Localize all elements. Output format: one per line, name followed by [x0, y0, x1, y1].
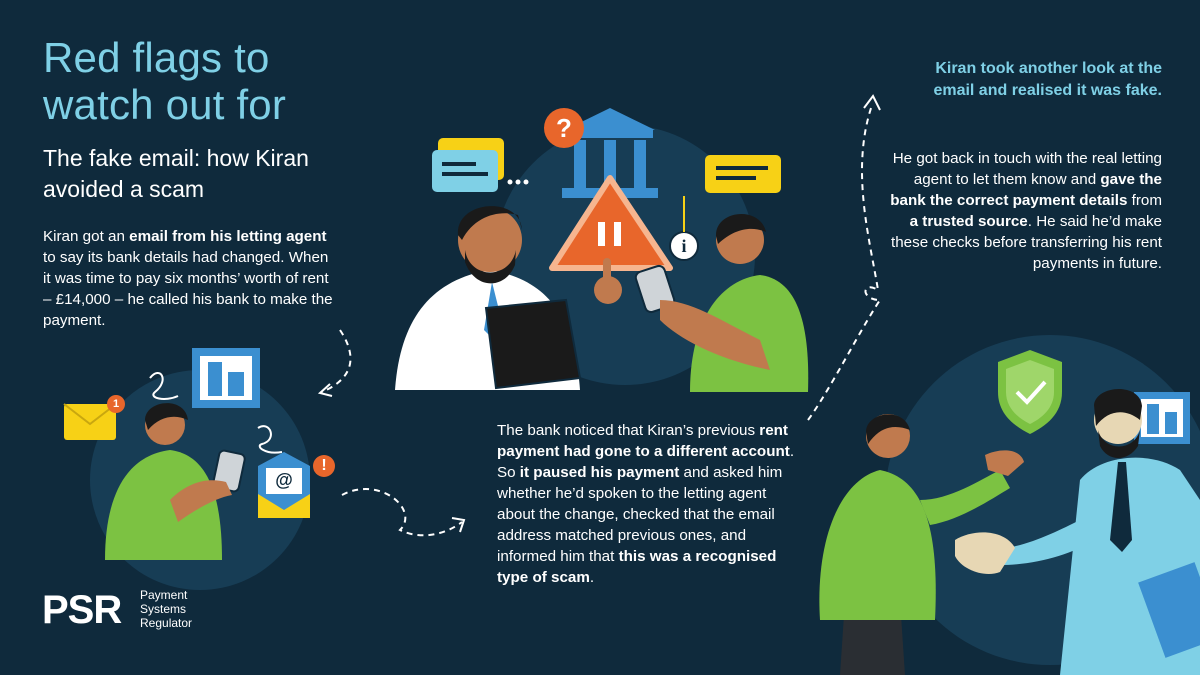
panel3-text-3: . He said he’d make these checks before … [891, 213, 1162, 272]
at-sign-glyph: @ [275, 470, 293, 490]
panel3-bold-1: gave the bank the correct payment detail… [890, 171, 1162, 209]
panel3-bold-2: a trusted source [909, 213, 1028, 230]
shield-check-icon [998, 350, 1062, 434]
panel2-bold-1: rent payment had gone to a different acc… [497, 422, 790, 460]
dashed-arrow-1 [321, 329, 352, 393]
panel2-text-3: and asked him whether he’d spoken to the… [497, 464, 783, 565]
page-subtitle: The fake email: how Kiran avoided a scam [43, 145, 309, 202]
question-badge [544, 108, 584, 148]
panel1-text-2: to say its bank details had changed. Whe… [43, 249, 333, 329]
logo-line-1: Payment [140, 588, 188, 602]
notification-count-badge: 1 [112, 398, 120, 410]
arrowhead-1 [317, 383, 333, 397]
exclamation-badge: ! [321, 457, 327, 474]
email-notification-icon [63, 395, 125, 440]
dashed-arrow-3 [807, 104, 882, 421]
bank-employee-figure [395, 206, 622, 390]
psr-logo-wordmark: Payment Systems Regulator [140, 588, 192, 630]
kiran-handshake-figure [819, 414, 1024, 675]
kiran-phone-figure [105, 403, 246, 560]
logo-line-3: Regulator [140, 616, 193, 630]
at-mail-icon [258, 452, 335, 518]
panel2-text-1: The bank noticed that Kiran’s previous [497, 422, 760, 439]
panel2-bold-2: it paused his payment [519, 464, 680, 481]
story-panel-3-heading: Kiran took another look at the email and… [933, 60, 1162, 99]
kiran-bank-figure [634, 213, 809, 392]
arrowhead-3 [863, 94, 881, 111]
panel3-text-2: from [1127, 192, 1162, 209]
squiggle-1 [149, 372, 179, 400]
panel1-bold-1: email from his letting agent [129, 228, 327, 245]
panel2-bold-3: this was a recognised type of scam [497, 548, 777, 586]
panel2-text-2: . So [497, 443, 795, 481]
agent-handshake-figure [955, 388, 1200, 675]
psr-logo: PSR Payment Systems Regulator [42, 588, 242, 638]
chat-bubble-right-icon [705, 155, 781, 193]
panel1-text-1: Kiran got an [43, 228, 130, 245]
info-glyph: i [681, 236, 687, 256]
story-panel-1-text: Kiran got an email from his letting agen… [43, 226, 333, 331]
office-building-icon-left [192, 348, 260, 408]
office-building-icon-right [1134, 392, 1190, 444]
question-glyph: ? [556, 113, 572, 143]
chat-bubble-left-icon [432, 138, 529, 192]
story-panel-2-text: The bank noticed that Kiran’s previous r… [497, 420, 797, 588]
dashed-arrow-2 [341, 488, 463, 537]
panel2-text-4: . [589, 569, 595, 586]
panel3-text-1: He got back in touch with the real letti… [892, 150, 1162, 188]
story-panel-3-text: He got back in touch with the real letti… [880, 148, 1162, 274]
page-title: Red flags to watch out for [43, 34, 287, 128]
squiggle-2 [257, 425, 283, 454]
logo-line-2: Systems [140, 602, 187, 616]
psr-logo-mark: PSR [42, 588, 122, 632]
arrowhead-2 [451, 517, 466, 533]
